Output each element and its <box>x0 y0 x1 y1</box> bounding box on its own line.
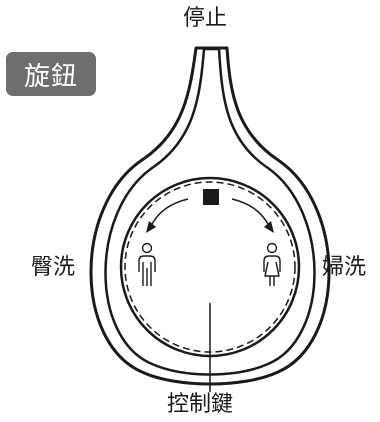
female-person-icon <box>263 242 281 286</box>
male-person-icon <box>138 242 156 286</box>
buttock-wash-label: 臀洗 <box>31 255 76 280</box>
stop-label: 停止 <box>183 6 228 31</box>
bidet-wash-label: 婦洗 <box>322 255 367 280</box>
curved-arrow-right-icon <box>231 198 274 233</box>
knob-outer-outline <box>89 46 331 386</box>
stop-square-icon <box>203 189 219 205</box>
curved-arrow-left-icon <box>146 198 189 233</box>
knob-inner-outline <box>104 47 316 376</box>
knob-title-label: 旋鈕 <box>23 61 78 92</box>
knob-title-tag: 旋鈕 <box>6 52 96 96</box>
control-key-label: 控制鍵 <box>167 392 234 417</box>
